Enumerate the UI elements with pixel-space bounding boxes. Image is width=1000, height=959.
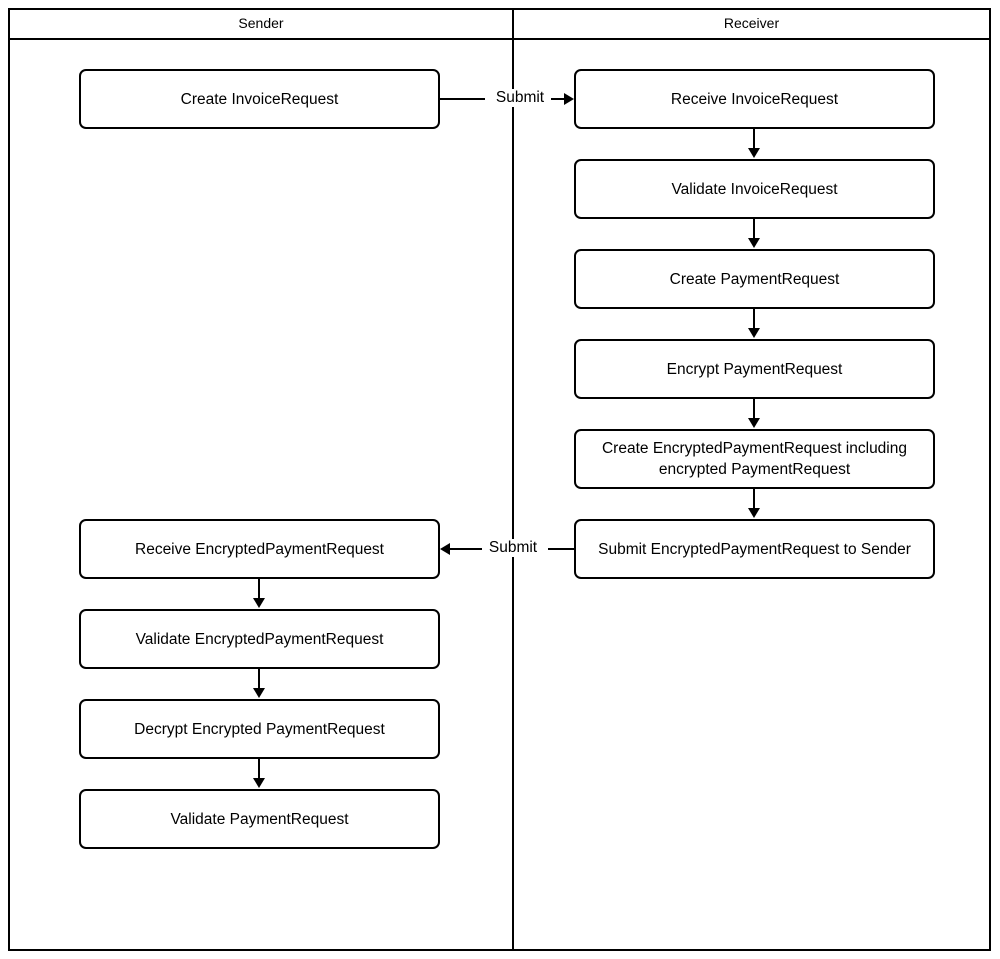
edge-n5-n6-line xyxy=(753,399,755,419)
node-validate-encryptedpaymentrequest[interactable]: Validate EncryptedPaymentRequest xyxy=(79,609,440,669)
node-label: Receive InvoiceRequest xyxy=(670,90,839,108)
node-label: Validate EncryptedPaymentRequest xyxy=(135,630,384,648)
edge-n8-n9-arrowhead xyxy=(253,598,265,608)
lane-title-sender: Sender xyxy=(238,15,284,31)
node-decrypt-encrypted-paymentrequest[interactable]: Decrypt Encrypted PaymentRequest xyxy=(79,699,440,759)
node-label: Encrypt PaymentRequest xyxy=(666,360,843,378)
edge-submit-2-arrowhead xyxy=(440,543,450,555)
edge-n8-n9-line xyxy=(258,579,260,599)
node-label: Validate PaymentRequest xyxy=(170,810,349,828)
node-receive-invoicerequest[interactable]: Receive InvoiceRequest xyxy=(574,69,935,129)
edge-n9-n10-line xyxy=(258,669,260,689)
node-label-line2: encrypted PaymentRequest xyxy=(658,461,851,478)
edge-n10-n11-arrowhead xyxy=(253,778,265,788)
node-encrypt-paymentrequest[interactable]: Encrypt PaymentRequest xyxy=(574,339,935,399)
node-label-line1: Create EncryptedPaymentRequest including xyxy=(601,440,907,457)
node-label: Submit EncryptedPaymentRequest to Sender xyxy=(598,540,911,558)
node-validate-invoicerequest[interactable]: Validate InvoiceRequest xyxy=(574,159,935,219)
node-label: Validate InvoiceRequest xyxy=(671,180,838,198)
edge-submit-1-arrowhead xyxy=(564,93,574,105)
lane-title-receiver: Receiver xyxy=(723,15,780,31)
edge-n6-n7-arrowhead xyxy=(748,508,760,518)
edge-submit-2-line-right xyxy=(538,548,574,550)
edge-label-submit-2: Submit xyxy=(478,539,548,557)
node-submit-encryptedpaymentrequest-to-sender[interactable]: Submit EncryptedPaymentRequest to Sender xyxy=(574,519,935,579)
node-label: Receive EncryptedPaymentRequest xyxy=(135,540,384,558)
node-validate-paymentrequest[interactable]: Validate PaymentRequest xyxy=(79,789,440,849)
edge-submit-2-line-left xyxy=(450,548,482,550)
edge-n6-n7-line xyxy=(753,489,755,509)
node-create-paymentrequest[interactable]: Create PaymentRequest xyxy=(574,249,935,309)
edge-n3-n4-arrowhead xyxy=(748,238,760,248)
node-create-encryptedpaymentrequest[interactable]: Create EncryptedPaymentRequest including… xyxy=(574,429,935,489)
edge-n2-n3-arrowhead xyxy=(748,148,760,158)
node-label: Create InvoiceRequest xyxy=(180,90,339,108)
node-receive-encryptedpaymentrequest[interactable]: Receive EncryptedPaymentRequest xyxy=(79,519,440,579)
edge-submit-1-line-left xyxy=(440,98,487,100)
edge-n4-n5-line xyxy=(753,309,755,329)
edge-n3-n4-line xyxy=(753,219,755,239)
node-label: Create PaymentRequest xyxy=(669,270,840,288)
edge-n2-n3-line xyxy=(753,129,755,149)
node-label: Decrypt Encrypted PaymentRequest xyxy=(134,720,385,738)
edge-n4-n5-arrowhead xyxy=(748,328,760,338)
edge-n9-n10-arrowhead xyxy=(253,688,265,698)
edge-n10-n11-line xyxy=(258,759,260,779)
edge-submit-1-line-right xyxy=(551,98,566,100)
lane-header-divider xyxy=(8,38,991,40)
lane-vertical-divider xyxy=(512,8,514,951)
edge-n5-n6-arrowhead xyxy=(748,418,760,428)
edge-label-submit-1: Submit xyxy=(485,89,555,107)
node-create-invoicerequest[interactable]: Create InvoiceRequest xyxy=(79,69,440,129)
